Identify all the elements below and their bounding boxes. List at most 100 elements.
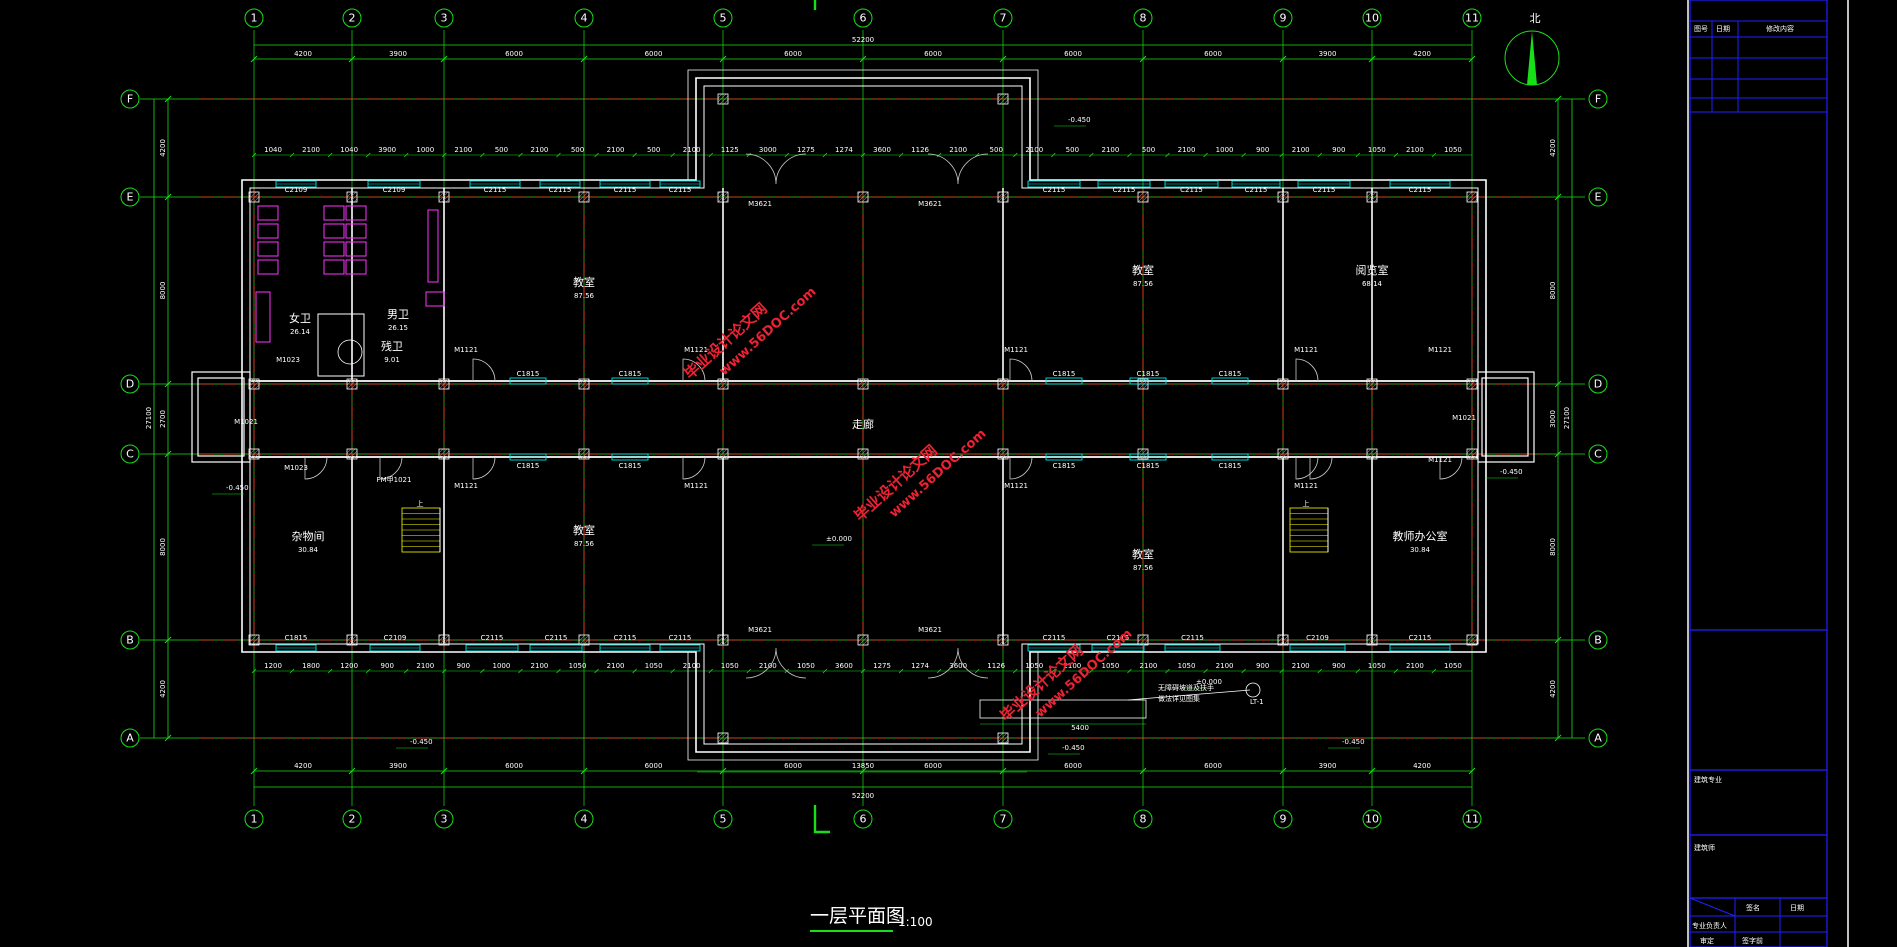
column [717, 191, 729, 203]
drawing-scale: 1:100 [898, 915, 933, 929]
axis-bubble [853, 8, 873, 28]
dim-sub-top-tick [936, 152, 942, 158]
dim-bays-bottom-value: 3900 [1319, 762, 1337, 770]
north-arrow: 北 [1504, 12, 1560, 86]
window-bottom-tag: C2109 [1306, 634, 1329, 642]
dim-bays-top-value: 4200 [1413, 50, 1431, 58]
room-area: 87.56 [1133, 564, 1154, 572]
dim-sub-bottom-value: 2100 [683, 662, 701, 670]
axis-bubble [993, 809, 1013, 829]
room-name: 杂物间 [292, 529, 325, 543]
toilet-stall-right [345, 259, 367, 275]
dim-left-value: 8000 [159, 538, 167, 556]
title-block: 图号 日期 修改内容 建筑专业 建筑师 签名 日期 专业负责人 审定 签字前 [1687, 0, 1849, 947]
dim-left-total: 27100 [145, 407, 153, 429]
column [857, 634, 869, 646]
dim-sub-bottom-tick [1165, 668, 1170, 674]
dim-sub-bottom-tick [632, 668, 637, 674]
dim-sub-bottom-value: 1275 [873, 662, 891, 670]
window-bottom-tag: C1815 [285, 634, 308, 642]
dim-sub-bottom-value: 2100 [1216, 662, 1234, 670]
dim-sub-top-value: 2100 [1101, 146, 1119, 154]
dim-right-value: 8000 [1549, 538, 1557, 556]
axis-label-top: 3 [441, 12, 448, 25]
classroom-door [682, 358, 706, 382]
axis-label-bottom: 7 [1000, 813, 1007, 826]
dim-sub-bottom-tick [974, 668, 980, 674]
dim-sub-bottom-tick [936, 668, 942, 674]
column [717, 634, 729, 646]
window-top-tag: C2115 [1313, 186, 1336, 194]
dim-sub-top-value: 2100 [683, 146, 701, 154]
stair-up-label: 上 [417, 499, 424, 508]
dim-sub-bottom-value: 1050 [1025, 662, 1043, 670]
dim-sub-bottom-value: 2100 [1406, 662, 1424, 670]
dim-sub-bottom-value: 1050 [569, 662, 587, 670]
axis-label-bottom: 10 [1365, 813, 1379, 826]
elevation-mark: -0.450 [1068, 116, 1091, 124]
window-top-tag: C2115 [484, 186, 507, 194]
room-area: 68.14 [1362, 280, 1383, 288]
column [1366, 448, 1378, 460]
axis-label-right: D [1594, 378, 1602, 391]
column [438, 448, 450, 460]
column [438, 191, 450, 203]
dim-sub-bottom-tick [708, 668, 714, 674]
dim-sub-top-tick [442, 152, 447, 158]
column [346, 634, 358, 646]
axis-label-top: 6 [860, 12, 867, 25]
dim-sub-top-tick [1051, 152, 1056, 158]
dim-total-top: 52200 [852, 36, 874, 44]
dim-bays-bottom-tick [1279, 767, 1287, 775]
door-tag: M1021 [1452, 414, 1476, 422]
toilet-stall-right [345, 223, 367, 239]
column [1366, 378, 1378, 390]
dim-sub-top-tick [1089, 152, 1094, 158]
axis-label-left: A [126, 732, 134, 745]
main-entrance-door-south [745, 647, 807, 679]
dim-sub-top-value: 2100 [454, 146, 472, 154]
window-bottom-tag: C2115 [545, 634, 568, 642]
dim-sub-top-tick [518, 152, 523, 158]
dim-bays-top-tick [440, 55, 448, 63]
toilet-stall-mid [323, 205, 345, 221]
dim-sub-bottom-tick [289, 668, 295, 674]
column [1366, 191, 1378, 203]
window-bottom-tag: C2115 [614, 634, 637, 642]
axis-bubble [1588, 630, 1608, 650]
axis-bubble [574, 809, 594, 829]
dim-bays-bottom-tick [719, 767, 727, 775]
column [578, 448, 590, 460]
axis-label-left: F [127, 93, 133, 106]
toilet-stall-right [345, 205, 367, 221]
window-corridor-tag: C1815 [1137, 370, 1160, 378]
dim-bays-bottom-value: 6000 [505, 762, 523, 770]
column [1466, 634, 1478, 646]
dim-sub-top-value: 3000 [759, 146, 777, 154]
room-area: 9.01 [384, 356, 400, 364]
column [1466, 378, 1478, 390]
dim-sub-bottom-tick [251, 668, 257, 674]
tb-row-architect: 建筑师 [1694, 843, 1715, 852]
column [997, 93, 1009, 105]
door-tag: M3621 [748, 200, 772, 208]
axis-label-top: 5 [720, 12, 727, 25]
dim-sub-top-value: 1125 [721, 146, 739, 154]
dim-sub-top-tick [746, 152, 752, 158]
dim-sub-top-value: 2100 [607, 146, 625, 154]
axis-bubble [574, 8, 594, 28]
axis-bubble [342, 8, 362, 28]
toilet-stall-mid [323, 241, 345, 257]
dim-porch-width: 5400 [1071, 724, 1089, 732]
dim-sub-top-value: 1040 [340, 146, 358, 154]
axis-label-top: 2 [349, 12, 356, 25]
toilet-stall-mid [323, 259, 345, 275]
axis-label-bottom: 3 [441, 813, 448, 826]
dim-bays-bottom-value: 4200 [1413, 762, 1431, 770]
column [248, 448, 260, 460]
column [717, 732, 729, 744]
window-top-tag: C2115 [1113, 186, 1136, 194]
main-entrance-door-north [745, 153, 807, 185]
column [346, 191, 358, 203]
